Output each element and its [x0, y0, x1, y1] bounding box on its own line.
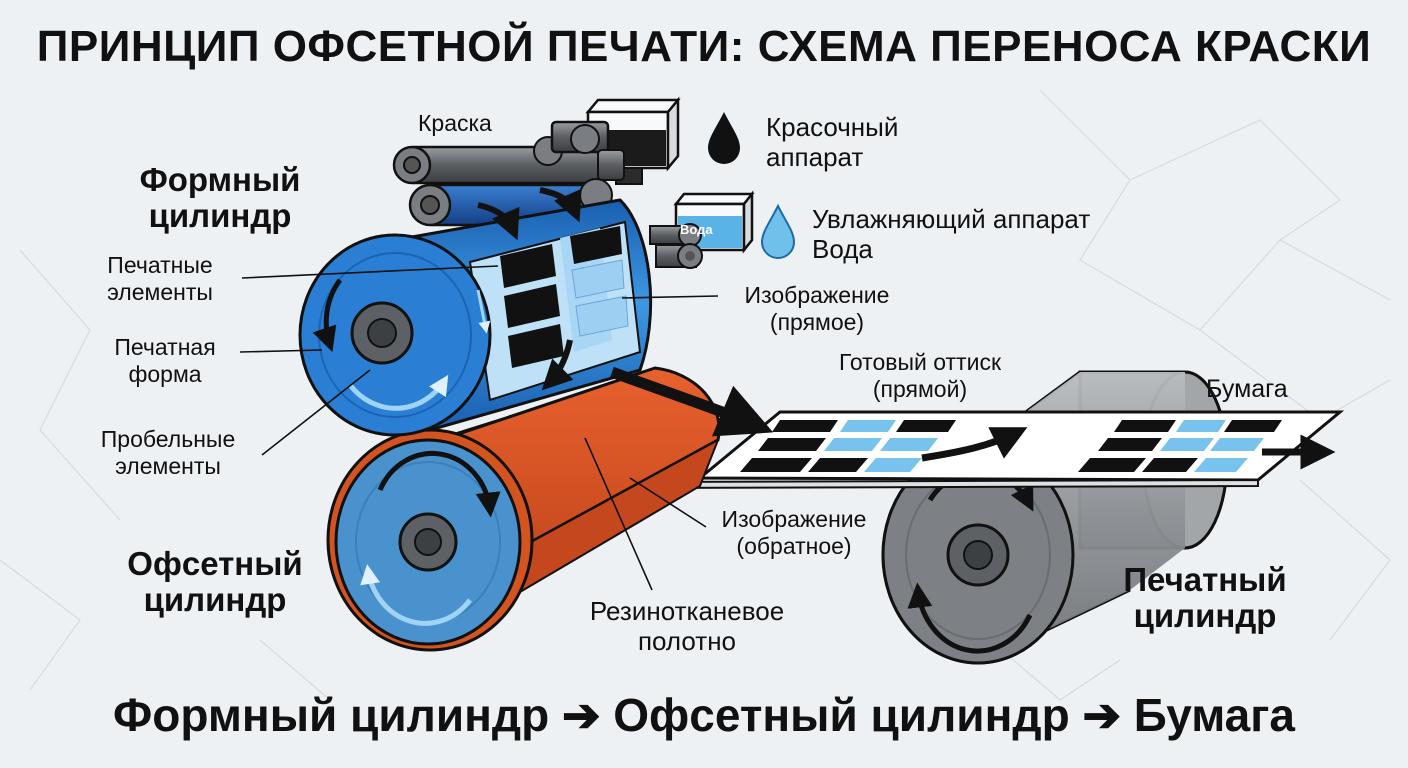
ink-label: Краска — [418, 110, 492, 136]
paper-sheet — [639, 410, 1345, 490]
printing-plate-label: Печатная форма — [114, 334, 216, 387]
background-lines — [0, 89, 1391, 701]
offset-cylinder-label: Офсетный цилиндр — [127, 545, 303, 618]
image-reverse-label: Изображение (обратное) — [721, 506, 867, 559]
leader-lines — [239, 265, 719, 591]
printing-elements-label: Печатные элементы — [107, 252, 213, 305]
blank-elements-label: Пробельные элементы — [100, 426, 236, 479]
dampening-rollers — [649, 223, 703, 269]
ink-drop-icon — [708, 112, 740, 164]
water-drop-icon — [760, 203, 796, 259]
transfer-arrow — [610, 366, 774, 437]
offset-cylinder — [326, 366, 721, 652]
process-flow-caption: Формный цилиндр ➔ Офсетный цилиндр ➔ Бум… — [113, 689, 1295, 741]
paper-print-1 — [740, 420, 956, 472]
dampening-unit-label: Увлажняющий аппарат Вода — [812, 204, 1091, 264]
page-title: ПРИНЦИП ОФСЕТНОЙ ПЕЧАТИ: СХЕМА ПЕРЕНОСА … — [36, 22, 1372, 71]
plate-cylinder — [298, 187, 653, 437]
blanket-label: Резинотканевое полотно — [589, 596, 785, 656]
paper-print-2 — [1078, 420, 1282, 472]
finished-print-label: Готовый оттиск (прямой) — [838, 349, 1002, 402]
image-direct-label: Изображение (прямое) — [744, 282, 890, 335]
impression-cylinder-label: Печатный цилиндр — [1123, 561, 1287, 634]
water-tank-label: Вода — [680, 222, 713, 237]
plate-cylinder-label: Формный цилиндр — [139, 161, 301, 234]
inking-unit-label: Красочный аппарат — [766, 112, 899, 172]
paper-label: Бумага — [1206, 375, 1288, 403]
